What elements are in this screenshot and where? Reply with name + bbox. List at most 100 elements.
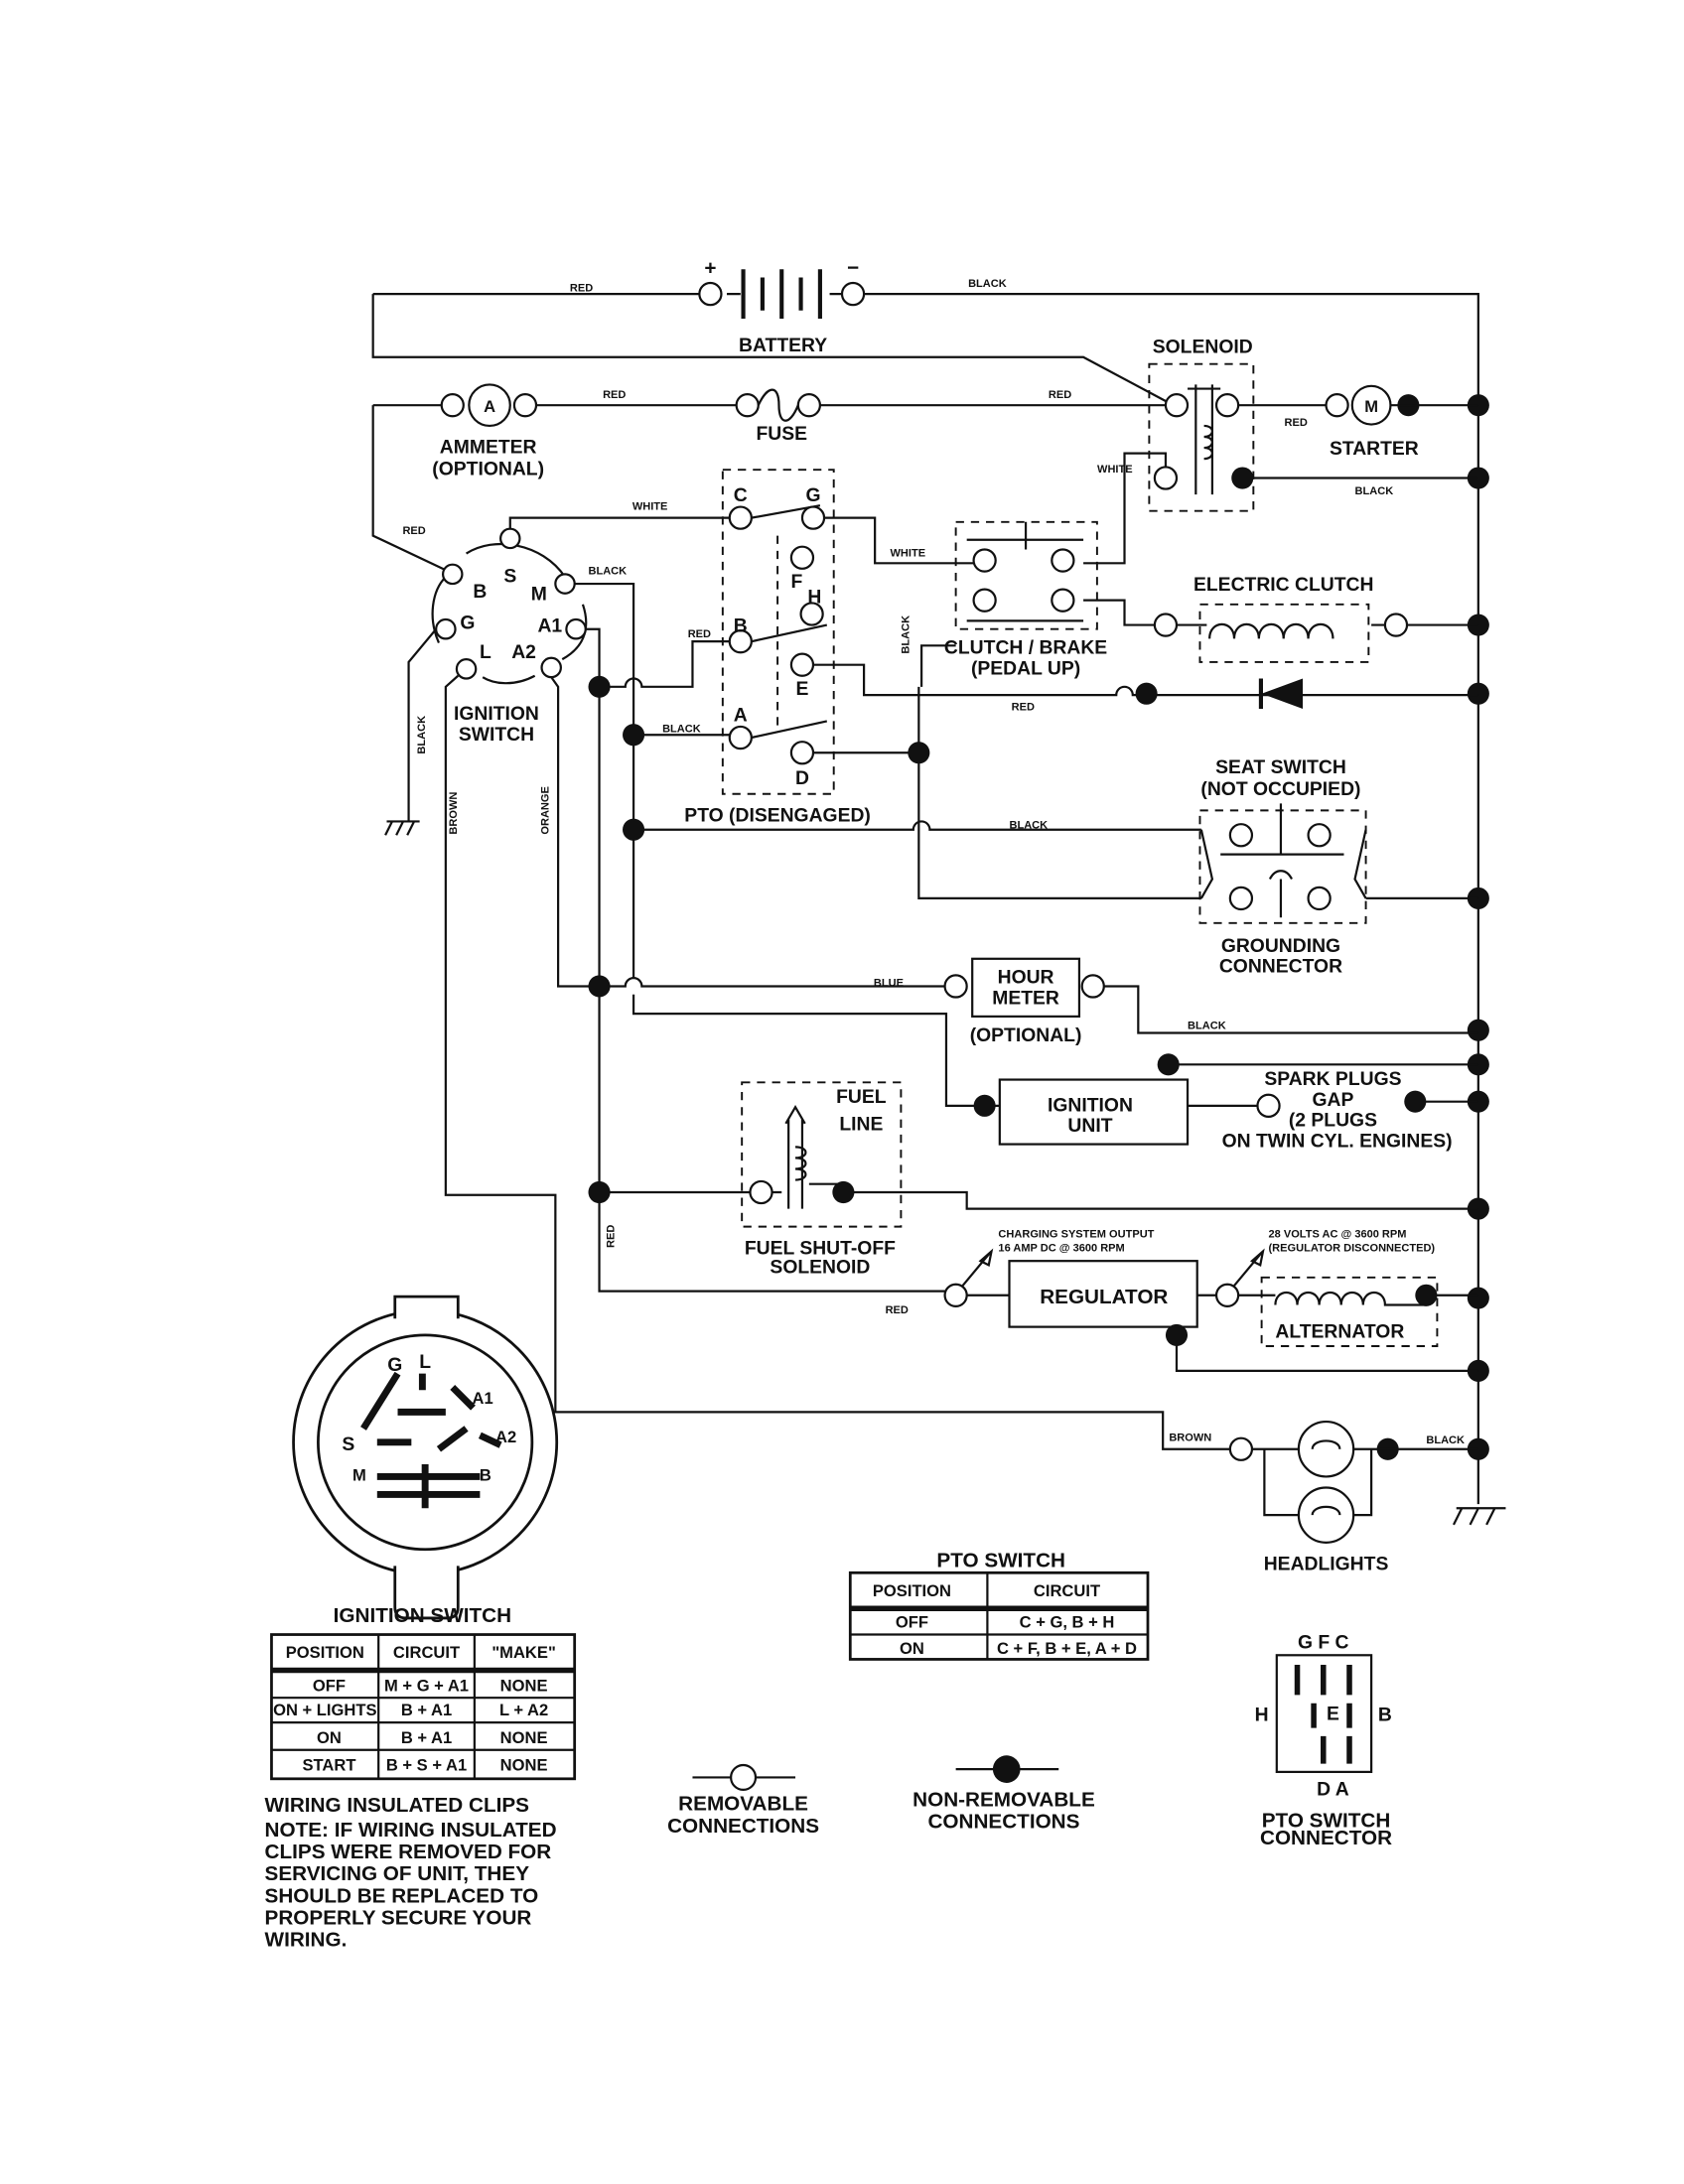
label: B + A1 [401, 1701, 452, 1719]
ignition-unit: IGNITION UNIT SPARK PLUGS GAP (2 PLUGS O… [998, 1068, 1453, 1152]
hour-meter-label: HOUR [998, 967, 1054, 989]
label: C + F, B + E, A + D [997, 1639, 1137, 1658]
ignition-unit-label: UNIT [1067, 1115, 1112, 1137]
wire-label: BROWN [1169, 1432, 1211, 1443]
wires: WHITE BLACK BLACK BROWN ORANGE RED BLACK… [384, 500, 1478, 1450]
label: NONE [500, 1676, 548, 1695]
motor-symbol: M [1364, 397, 1378, 416]
clutch-brake-label: CLUTCH / BRAKE [944, 637, 1107, 659]
terminal-b: B [734, 614, 748, 636]
note-title: WIRING INSULATED CLIPS [265, 1794, 530, 1817]
face-label-m: M [352, 1466, 366, 1485]
wiring-note: WIRING INSULATED CLIPS NOTE: IF WIRING I… [265, 1794, 557, 1952]
table-header: CIRCUIT [1034, 1581, 1100, 1600]
terminal-m: M [531, 584, 547, 606]
table-title: PTO SWITCH [936, 1550, 1065, 1572]
terminal-s: S [503, 566, 516, 588]
table-header: POSITION [286, 1643, 364, 1662]
label: NONE [500, 1728, 548, 1747]
wire-label: BLACK [1010, 819, 1049, 831]
face-label-g: G [387, 1354, 402, 1376]
terminal-l: L [480, 641, 491, 663]
ignition-unit-label: IGNITION [1048, 1094, 1133, 1116]
wire-label: BLACK [901, 615, 912, 654]
label: B [1378, 1705, 1392, 1726]
label: B + A1 [401, 1728, 452, 1747]
label: G F C [1298, 1631, 1349, 1653]
ammeter-label: AMMETER [440, 437, 537, 459]
spark-plugs-label: (2 PLUGS [1289, 1110, 1377, 1132]
terminal-a1: A1 [537, 614, 562, 636]
clutch-brake-label: (PEDAL UP) [971, 657, 1080, 679]
hour-meter-label: METER [992, 987, 1059, 1009]
ammeter: A AMMETER (OPTIONAL) RED RED [371, 383, 1166, 572]
terminal-h: H [807, 586, 821, 608]
label: M + G + A1 [384, 1676, 469, 1695]
label: ON [317, 1728, 342, 1747]
label: PTO SWITCH [1262, 1809, 1391, 1832]
wire-label: RED [1284, 417, 1307, 429]
label: OFF [313, 1676, 346, 1695]
label: NONE [500, 1756, 548, 1775]
fuse: FUSE RED [735, 388, 1071, 445]
spark-plugs-label: ON TWIN CYL. ENGINES) [1222, 1130, 1453, 1152]
pto-switch: C G F H B E A D PTO (DISENGAGED) [684, 469, 871, 826]
positive-sign: + [704, 257, 716, 280]
wire-label: RED [606, 1225, 618, 1248]
label: OFF [896, 1613, 928, 1632]
pto-label: PTO (DISENGAGED) [684, 804, 871, 826]
wire-label: BLACK [1426, 1434, 1465, 1446]
hour-meter-sub: (OPTIONAL) [970, 1024, 1082, 1046]
label: PROPERLY SECURE YOUR [265, 1906, 532, 1929]
face-label-a2: A2 [495, 1428, 516, 1446]
regulator-note: CHARGING SYSTEM OUTPUT [998, 1229, 1154, 1241]
wire-label: BLACK [968, 278, 1007, 290]
label: CONNECTIONS [667, 1815, 819, 1838]
headlights-label: HEADLIGHTS [1264, 1553, 1389, 1574]
ignition-table: IGNITION SWITCH POSITION CIRCUIT "MAKE" … [270, 1604, 577, 1781]
table-row: ON B + A1 NONE [317, 1728, 547, 1747]
grounding-label: GROUNDING [1221, 935, 1340, 957]
label: L + A2 [499, 1701, 548, 1719]
negative-sign: − [847, 257, 859, 280]
label: SERVICING OF UNIT, THEY [265, 1862, 530, 1885]
alternator: ALTERNATOR 28 VOLTS AC @ 3600 RPM (REGUL… [1214, 1229, 1439, 1347]
label: WIRING. [265, 1929, 348, 1952]
battery: + − RED BLACK BATTERY [371, 257, 1167, 403]
wire-label: RED [603, 389, 626, 401]
ammeter-symbol: A [484, 397, 495, 416]
wire-label: RED [570, 282, 593, 294]
fuel-line-label: FUEL [836, 1086, 887, 1108]
fuel-shutoff-solenoid: FUEL LINE FUEL SHUT-OFF SOLENOID [741, 1081, 903, 1279]
ammeter-sub: (OPTIONAL) [432, 459, 544, 480]
label: CLIPS WERE REMOVED FOR [265, 1841, 552, 1863]
terminal-f: F [791, 571, 803, 593]
table-row: OFF M + G + A1 NONE [313, 1676, 548, 1695]
label: NON-REMOVABLE [912, 1788, 1095, 1811]
terminal-a2: A2 [511, 641, 536, 663]
terminal-e: E [796, 678, 809, 700]
label: REMOVABLE [678, 1793, 808, 1816]
headlights: BROWN BLACK HEADLIGHTS [1169, 1420, 1478, 1575]
label: ON [900, 1639, 924, 1658]
alternator-label: ALTERNATOR [1275, 1321, 1404, 1343]
label: SHOULD BE REPLACED TO [265, 1884, 539, 1907]
hour-meter: HOUR METER (OPTIONAL) [943, 957, 1105, 1046]
legend-non-removable: NON-REMOVABLE CONNECTIONS [912, 1755, 1095, 1834]
electric-clutch: ELECTRIC CLUTCH [1083, 574, 1478, 663]
alternator-note: 28 VOLTS AC @ 3600 RPM [1269, 1229, 1407, 1241]
wire-label: BLUE [874, 977, 904, 989]
wire-label: RED [402, 525, 425, 537]
starter-label: STARTER [1330, 438, 1419, 460]
table-header: POSITION [873, 1581, 951, 1600]
ignition-label: SWITCH [459, 724, 534, 746]
ignition-switch: S M B G A1 L A2 IGNITION SWITCH [431, 527, 588, 746]
terminal-c: C [734, 484, 748, 506]
wire-label: RED [1049, 389, 1071, 401]
label: E [1327, 1703, 1339, 1724]
table-title: IGNITION SWITCH [334, 1604, 511, 1627]
wire-label: BLACK [662, 723, 701, 735]
